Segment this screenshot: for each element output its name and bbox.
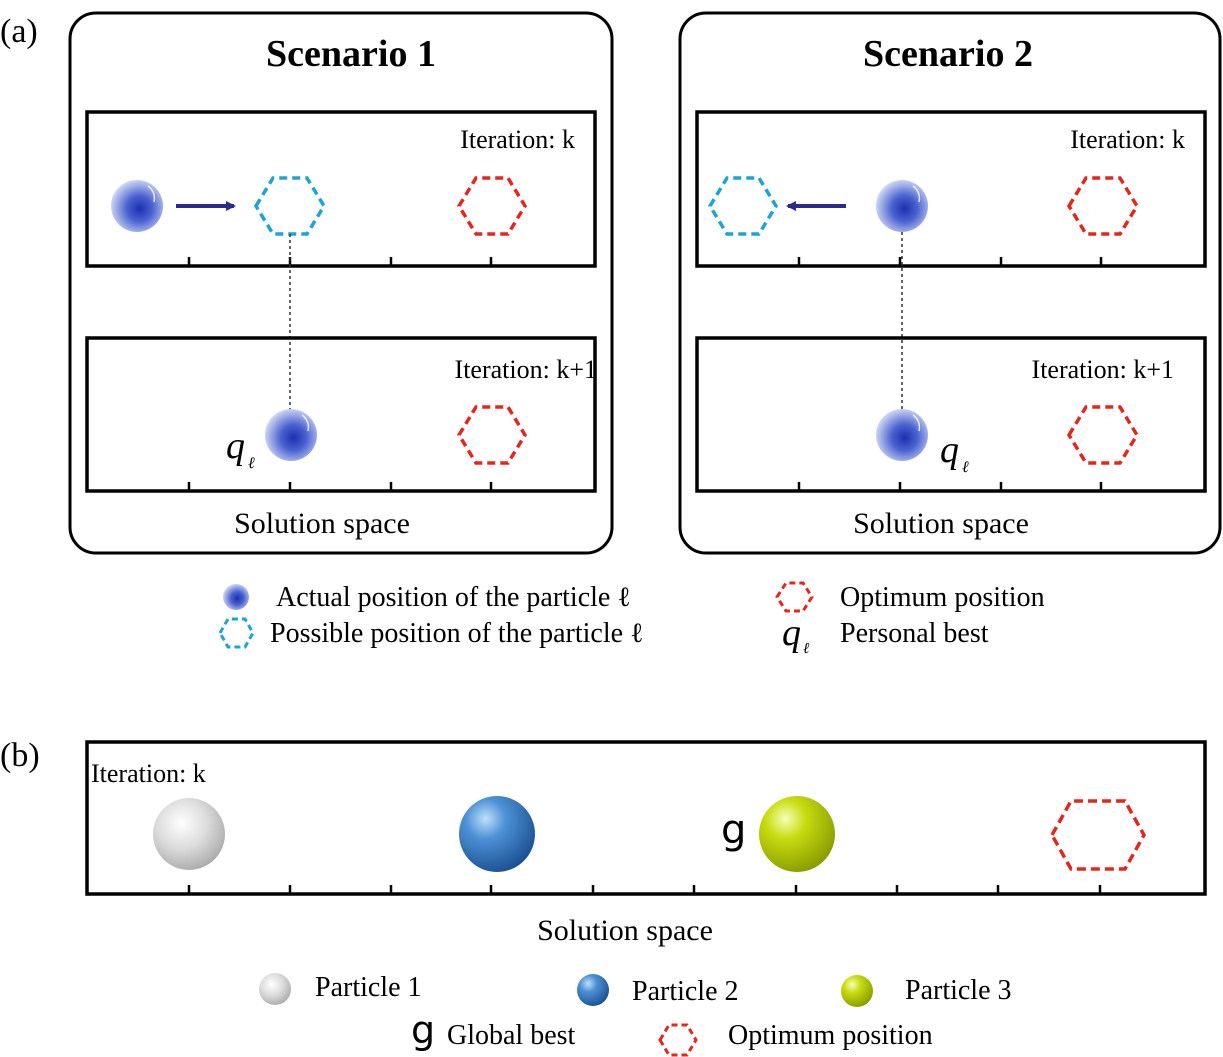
legend-optimum-icon (775, 581, 814, 613)
panel-b-axis-label: Solution space (537, 914, 713, 947)
legend-possible-label: Possible position of the particle ℓ (270, 618, 643, 649)
scenario2-iter-k1-box (695, 336, 1207, 493)
scenario1-iter-k1-label: Iteration: k+1 (455, 355, 597, 384)
scenario1-personal-best-particle (265, 409, 317, 461)
scenario1-optimum-bottom (456, 405, 528, 465)
global-best-symbol: g (721, 807, 746, 853)
panel-b-iteration-label: Iteration: k (91, 759, 206, 788)
scenario1-optimum-top (456, 176, 528, 236)
scenario2-pb-highlight (912, 414, 921, 432)
legend-a: Actual position of the particle ℓ Possib… (218, 581, 1045, 657)
legend-global-best-symbol: g (411, 1008, 435, 1052)
scenario2-possible-position (707, 176, 779, 236)
scenario2-iter-k-label: Iteration: k (1070, 125, 1185, 154)
scenario2-title: Scenario 2 (863, 33, 1033, 75)
scenario2-bottom-ticks (797, 482, 1103, 491)
scenario2-top-ticks (797, 257, 1103, 266)
particle-2 (459, 796, 535, 872)
panel-a-label: (a) (0, 13, 38, 50)
legend-particle2-label: Particle 2 (632, 976, 739, 1007)
legend-particle2-icon (577, 974, 609, 1006)
legend-particle3-label: Particle 3 (905, 975, 1012, 1006)
panel-b-label: (b) (0, 737, 40, 774)
panel-b-optimum (1049, 799, 1147, 871)
legend-optimum-b-label: Optimum position (728, 1020, 933, 1051)
scenario1-axis-label: Solution space (234, 507, 410, 540)
legend-possible-icon (218, 617, 255, 649)
scenario1-particle-highlight (147, 185, 156, 203)
scenario1-iter-k1-box (85, 336, 597, 493)
scenario1-frame (68, 11, 614, 555)
legend-personal-best-label: Personal best (840, 618, 989, 649)
legend-actual-icon (223, 584, 249, 610)
scenario1-pb-highlight (301, 414, 310, 432)
panel-b-box (85, 740, 1207, 896)
legend-global-best-label: Global best (447, 1020, 576, 1051)
legend-particle1-icon (259, 973, 291, 1005)
scenario2-particle-highlight (912, 185, 921, 203)
particle-3 (759, 796, 835, 872)
scenario1-iter-k-box (85, 110, 597, 268)
scenario1-actual-particle (111, 180, 163, 232)
legend-particle3-icon (841, 975, 873, 1007)
legend-b: Particle 1 Particle 2 Particle 3 g Globa… (259, 972, 1012, 1057)
legend-particle1-label: Particle 1 (315, 972, 422, 1003)
scenario1-possible-position (253, 176, 327, 236)
scenario2-frame (678, 11, 1222, 555)
legend-optimum-label: Optimum position (840, 582, 1045, 613)
panel-b-ticks (187, 885, 1102, 894)
scenario2-iter-k-box (695, 110, 1207, 268)
scenario1-bottom-ticks (187, 482, 493, 491)
scenario2-axis-label: Solution space (853, 507, 1029, 540)
legend-actual-label: Actual position of the particle ℓ (276, 582, 631, 613)
scenario2-optimum-top (1066, 176, 1140, 236)
scenario1-iter-k-label: Iteration: k (460, 125, 575, 154)
scenario2-optimum-bottom (1066, 405, 1140, 465)
scenario2-personal-best-particle (876, 409, 928, 461)
particle-1 (153, 798, 225, 870)
scenario2-iter-k1-label: Iteration: k+1 (1032, 355, 1174, 384)
legend-optimum-b-icon (658, 1023, 698, 1057)
scenario1-title: Scenario 1 (266, 33, 436, 75)
scenario2-actual-particle (876, 180, 928, 232)
